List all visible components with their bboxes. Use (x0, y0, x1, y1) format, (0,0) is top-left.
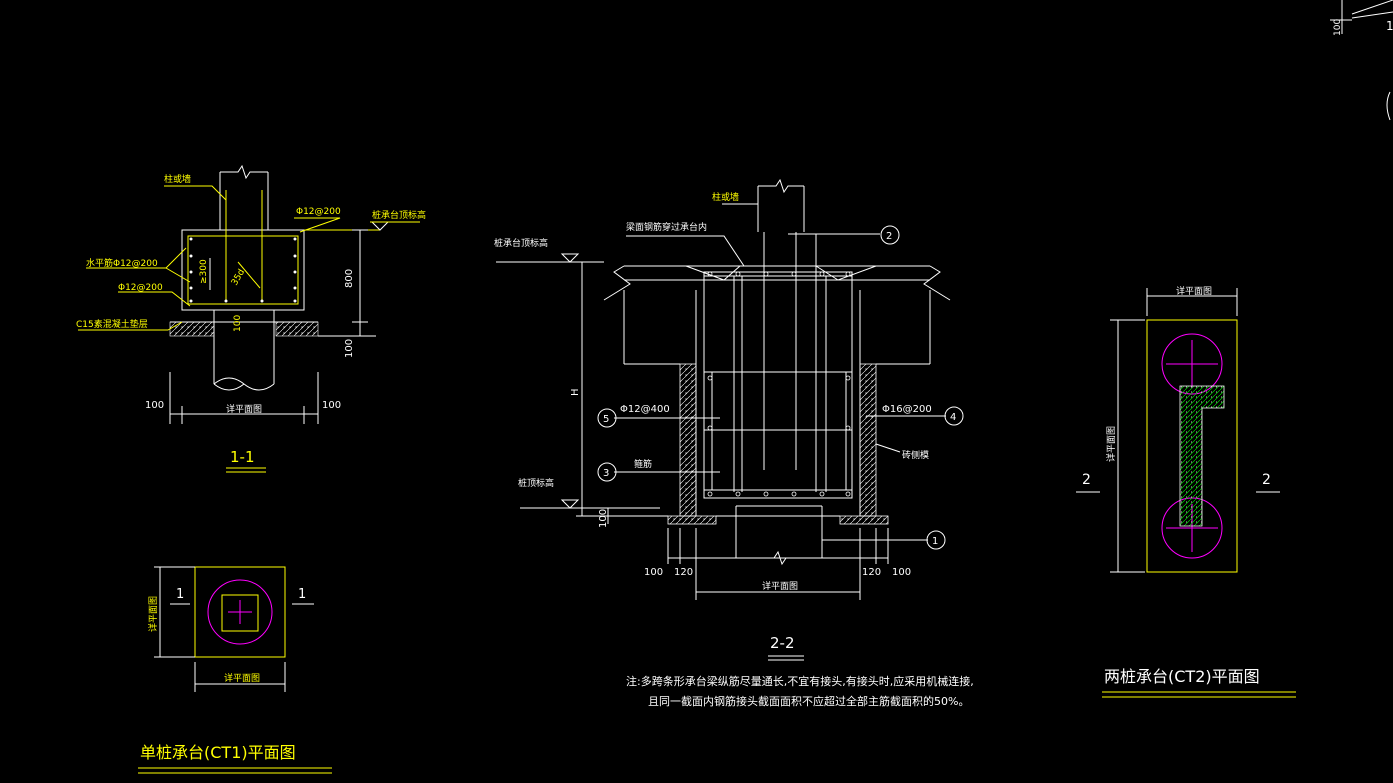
callout-3: 3 (603, 468, 609, 479)
ct2-mark-right: 2 (1262, 472, 1271, 488)
label-horizontal-rebar: 水平筋Φ12@200 (86, 257, 158, 269)
label-cushion: C15素混凝土垫层 (76, 318, 148, 330)
label-dim-800: 800 (344, 269, 355, 288)
ct2-left-dim: 详平面图 (1105, 426, 1117, 462)
label-dim-100-pile: 100 (233, 315, 243, 332)
label-stirrup-rebar-1-1: Φ12@200 (296, 207, 341, 217)
label-rebar-5: Φ12@400 (620, 404, 670, 415)
title-2-2: 2-2 (770, 634, 795, 652)
label-top-elevation-1-1: 桩承台顶标高 (372, 209, 426, 221)
ct2-beam-hatch (1179, 385, 1225, 527)
label-brick: 砖侧模 (902, 449, 929, 461)
ct2-mark-left: 2 (1082, 472, 1091, 488)
label-rebar-4: Φ16@200 (882, 404, 932, 415)
ct2-title: 两桩承台(CT2)平面图 (1104, 667, 1260, 686)
callout-4: 4 (950, 412, 956, 423)
note-line-2: 且同一截面内钢筋接头截面面积不应超过全部主筋截面积的50%。 (648, 694, 969, 708)
ct1-left-dim: 详平面图 (147, 596, 159, 632)
cushion-hatch-left (169, 321, 215, 337)
label-wall-1-1: 柱或墙 (164, 173, 191, 185)
label-dim-b-mid: 详平面图 (762, 580, 798, 592)
label-dim-b-100-r: 100 (892, 567, 911, 578)
pile-1-1 (213, 310, 275, 391)
label-dim-right: 100 (322, 400, 341, 411)
label-dim-b-120-l: 120 (674, 567, 693, 578)
label-dim-b-100-l: 100 (644, 567, 663, 578)
section-2-2: 柱或墙 梁面钢筋穿过承台内 桩承台顶标高 桩顶标高 H Φ12@400 Φ16@… (494, 178, 974, 708)
brick-formwork-left (679, 363, 697, 517)
label-dim-100-right: 100 (344, 339, 355, 358)
label-dim-100-v: 100 (598, 509, 609, 528)
corner-dim: 100 (1333, 19, 1343, 36)
ct1-title: 单桩承台(CT1)平面图 (140, 743, 296, 762)
cushion-pad-left (667, 515, 717, 525)
cushion-hatch-right (275, 321, 319, 337)
ct2-top-dim: 详平面图 (1176, 285, 1212, 297)
cap-rebar-cage (187, 235, 299, 305)
label-pile-top: 桩顶标高 (518, 477, 554, 489)
callout-5: 5 (603, 414, 609, 425)
label-top-elevation-2-2: 桩承台顶标高 (494, 237, 548, 249)
label-stirrup: 箍筋 (634, 458, 652, 470)
label-beam-note: 梁面钢筋穿过承台内 (626, 221, 707, 233)
label-dim-mid-1-1: 详平面图 (226, 403, 262, 415)
column-wall (219, 164, 269, 230)
plan-ct1: 详平面图 详平面图 1 1 单桩承台(CT1)平面图 (138, 566, 332, 774)
cushion-pad-right (839, 515, 889, 525)
ct1-mark-left: 1 (176, 587, 184, 602)
brick-formwork-right (859, 363, 877, 517)
label-vertical-rebar: Φ12@200 (118, 283, 163, 293)
title-1-1: 1-1 (230, 448, 255, 466)
callout-circle-1 (926, 530, 946, 550)
corner-mark: 1 (1386, 19, 1393, 33)
label-dim-35d: 35d (230, 268, 247, 288)
callout-circle-2 (880, 225, 900, 245)
section-1-1: 柱或墙 Φ12@200 桩承台顶标高 水平筋Φ12@200 Φ12@200 C1… (76, 164, 426, 473)
callout-circle-4 (944, 406, 964, 426)
ct1-bottom-dim: 详平面图 (224, 672, 260, 684)
pile-2-2 (735, 505, 823, 566)
callout-circle-3 (597, 462, 617, 482)
label-dim-left: 100 (145, 400, 164, 411)
cap-outline (181, 229, 305, 311)
label-dim-300: ≥300 (199, 259, 209, 284)
corner-fragment: 100 1 (1330, 0, 1393, 121)
rebar-dots-1-1 (189, 237, 297, 303)
label-dim-b-120-r: 120 (862, 567, 881, 578)
callout-1: 1 (932, 536, 938, 547)
rebar-cage-2-2 (703, 271, 853, 499)
rebar-dots-2-2 (707, 271, 851, 497)
callout-circle-5 (597, 408, 617, 428)
ct1-column-square (221, 594, 259, 632)
label-wall-2-2: 柱或墙 (712, 191, 739, 203)
ct2-cap-outline (1146, 319, 1238, 573)
ct1-cap-outline (194, 566, 286, 658)
note-line-1: 注:多跨条形承台梁纵筋尽量通长,不宜有接头,有接头时,应采用机械连接, (626, 674, 974, 688)
plan-ct2: 详平面图 详平面图 2 2 两桩承台(CT2)平面图 (1076, 285, 1296, 698)
label-height: H (570, 388, 581, 396)
ct1-mark-right: 1 (298, 587, 306, 602)
callout-2: 2 (886, 231, 892, 242)
ct1-pile-circle (207, 579, 273, 645)
